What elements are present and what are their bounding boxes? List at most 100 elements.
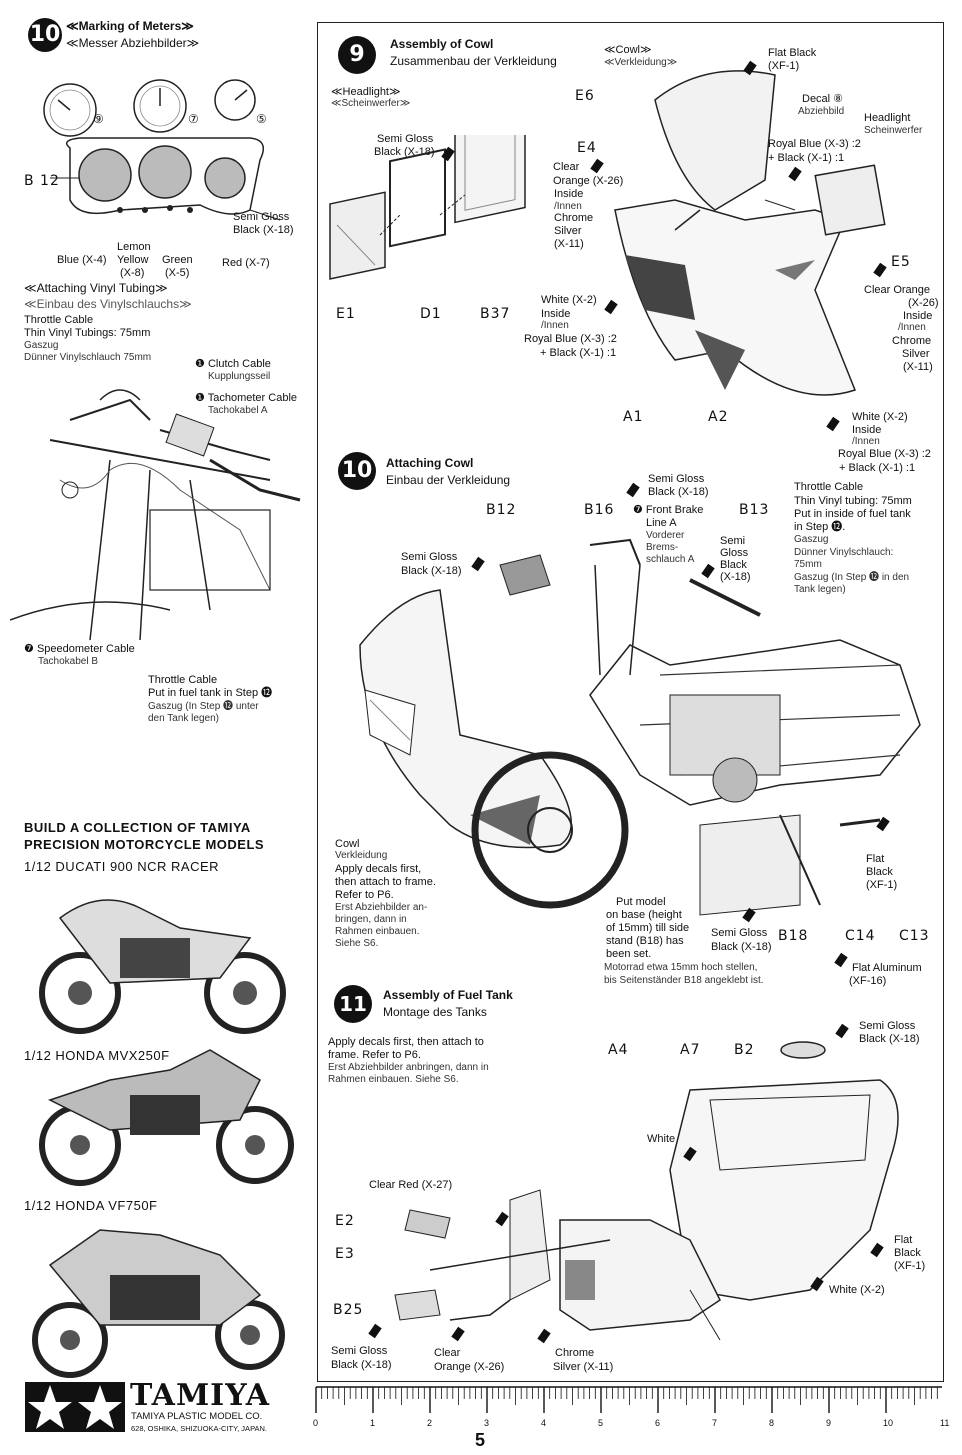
flat-aluminum-label: Flat Aluminum <box>852 962 922 974</box>
tamiya-company: TAMIYA PLASTIC MODEL CO. <box>131 1411 263 1422</box>
yellow-code: (X-8) <box>120 267 145 279</box>
inside-label-2: Inside <box>903 310 933 322</box>
ruler-tick-label: 4 <box>541 1418 547 1428</box>
part-a7: A7 <box>680 1042 701 1058</box>
black-b18: Black (X-18) <box>711 941 772 953</box>
flat-label-11: Flat <box>894 1234 913 1246</box>
collection-title-1: BUILD A COLLECTION OF TAMIYA <box>24 820 251 835</box>
put-model-4: stand (B18) has <box>606 935 684 947</box>
step-10b-number: 10 <box>338 452 376 490</box>
put-in-de: Gaszug (In Step ⓬ unter <box>148 701 259 712</box>
part-d1: D1 <box>420 306 442 322</box>
headlight-assembly-drawing <box>329 135 526 280</box>
part-b12-label: B 12 <box>24 173 60 189</box>
semigloss-b18: Semi Gloss <box>711 927 768 939</box>
part-a1: A1 <box>623 409 644 425</box>
part-b13: B13 <box>739 502 770 518</box>
schlauch-label: schlauch A <box>646 554 695 565</box>
innen-label-4: /Innen <box>852 436 880 447</box>
apply-decals-2: then attach to frame. <box>335 876 436 888</box>
royal-blue-label-3: Royal Blue (X-3) :2 <box>838 448 931 460</box>
semigloss-b16: Semi Gloss <box>648 473 705 485</box>
ruler-tick-label: 3 <box>484 1418 490 1428</box>
gloss-b13: Gloss <box>720 547 749 559</box>
cowl-label: ≪Cowl≫ <box>604 44 652 56</box>
step-10-number: 10 <box>28 18 62 52</box>
duenner-label: Dünner Vinylschlauch 75mm <box>24 352 152 363</box>
erst-2: bringen, dann in <box>335 914 407 925</box>
blue-label: Blue (X-4) <box>57 254 107 266</box>
ruler-tick-label: 2 <box>427 1418 433 1428</box>
vinyl-title-de: ≪Einbau des Vinylschlauchs≫ <box>24 297 192 311</box>
innen-label-2: /Innen <box>898 322 926 333</box>
model-vf750f: 1/12 HONDA VF750F <box>24 1198 158 1213</box>
silver-bottom: Silver (X-11) <box>553 1361 614 1373</box>
green-label: Green <box>162 254 193 266</box>
clear-bottom: Clear <box>434 1347 461 1359</box>
x18-b13: (X-18) <box>720 571 751 583</box>
x11-label: (X-11) <box>554 238 584 250</box>
black-label-b: Black <box>866 866 893 878</box>
mm-ruler <box>315 1386 942 1413</box>
semi-b13: Semi <box>720 535 746 547</box>
clear-orange-label: Clear Orange <box>864 284 931 296</box>
part-b16: B16 <box>584 502 615 518</box>
white-label-2: White (X-2) <box>852 411 908 423</box>
part-e1: E1 <box>336 306 356 322</box>
duenner-b: Dünner Vinylschlauch: <box>794 547 894 558</box>
plus-black-label: + Black (X-1) :1 <box>768 152 845 164</box>
clutch-cable-label: ❶ Clutch Cable <box>195 358 271 371</box>
inside-label: Inside <box>554 188 584 200</box>
semigloss-headlight: Semi Gloss <box>377 133 434 145</box>
royal-blue-label: Royal Blue (X-3) :2 <box>768 138 861 150</box>
black-b13: Black <box>720 559 747 571</box>
part-c13: C13 <box>899 928 930 944</box>
tamiya-address: 628, OSHIKA, SHIZUOKA-CITY, JAPAN. <box>131 1424 268 1433</box>
thin-vinyl-b: Thin Vinyl tubing: 75mm <box>794 495 912 507</box>
orange-label: Orange (X-26) <box>553 175 624 187</box>
part-e6: E6 <box>575 88 595 104</box>
part-e2: E2 <box>335 1213 355 1229</box>
decal-9-label: ⑨ <box>93 112 104 126</box>
put-model-1: Put model <box>616 896 666 908</box>
part-b2: B2 <box>734 1042 755 1058</box>
step-9-title-en: Assembly of Cowl <box>390 37 494 51</box>
verkleidung-label: ≪Verkleidung≫ <box>604 57 678 68</box>
step-10-title-de: ≪Messer Abziehbilder≫ <box>66 36 200 50</box>
part-a2: A2 <box>708 409 729 425</box>
mvx250f-image <box>39 1049 294 1186</box>
x26-label: (X-26) <box>908 297 939 309</box>
xf1-label-11: (XF-1) <box>894 1260 926 1272</box>
throttle-cable-label: Throttle Cable <box>24 314 94 326</box>
erst-11-2: Rahmen einbauen. Siehe S6. <box>328 1074 459 1085</box>
erst-1: Erst Abziehbilder an- <box>335 902 428 913</box>
step-10b-title-en: Attaching Cowl <box>386 456 474 470</box>
xf1-label-b: (XF-1) <box>866 879 898 891</box>
in-step-b: in Step ⓬. <box>794 521 846 533</box>
throttle-cable-b: Throttle Cable <box>794 481 864 493</box>
brems-label: Brems- <box>646 542 679 553</box>
decal-7-label: ⑦ <box>188 112 199 126</box>
motorrad-1: Motorrad etwa 15mm hoch stellen, <box>604 962 758 973</box>
speedo-num: ❼ <box>24 643 34 655</box>
ruler-tick-label: 5 <box>598 1418 604 1428</box>
part-e5: E5 <box>891 254 911 270</box>
speedo-cable-de: Tachokabel B <box>38 656 99 667</box>
part-c14: C14 <box>845 928 876 944</box>
ruler-tick-label: 9 <box>826 1418 832 1428</box>
gaszug-label: Gaszug <box>24 340 59 351</box>
tank-b: Tank legen) <box>794 584 846 595</box>
steps-frame <box>317 22 944 1382</box>
step-10-title-en: ≪Marking of Meters≫ <box>66 19 194 33</box>
clutch-text: Clutch Cable <box>207 358 271 370</box>
ruler-tick-label: 1 <box>370 1418 376 1428</box>
ducati-image <box>39 899 286 1034</box>
tacho-cable-de: Tachokabel A <box>208 405 268 416</box>
bike-cowl-drawing <box>359 538 921 916</box>
step-9-title-de: Zusammenbau der Verkleidung <box>390 54 557 68</box>
plus-black-label-3: + Black (X-1) :1 <box>839 462 916 474</box>
flat-label-b: Flat <box>866 853 885 865</box>
step-9-number: 9 <box>338 36 376 74</box>
part-b37: B37 <box>480 306 511 322</box>
